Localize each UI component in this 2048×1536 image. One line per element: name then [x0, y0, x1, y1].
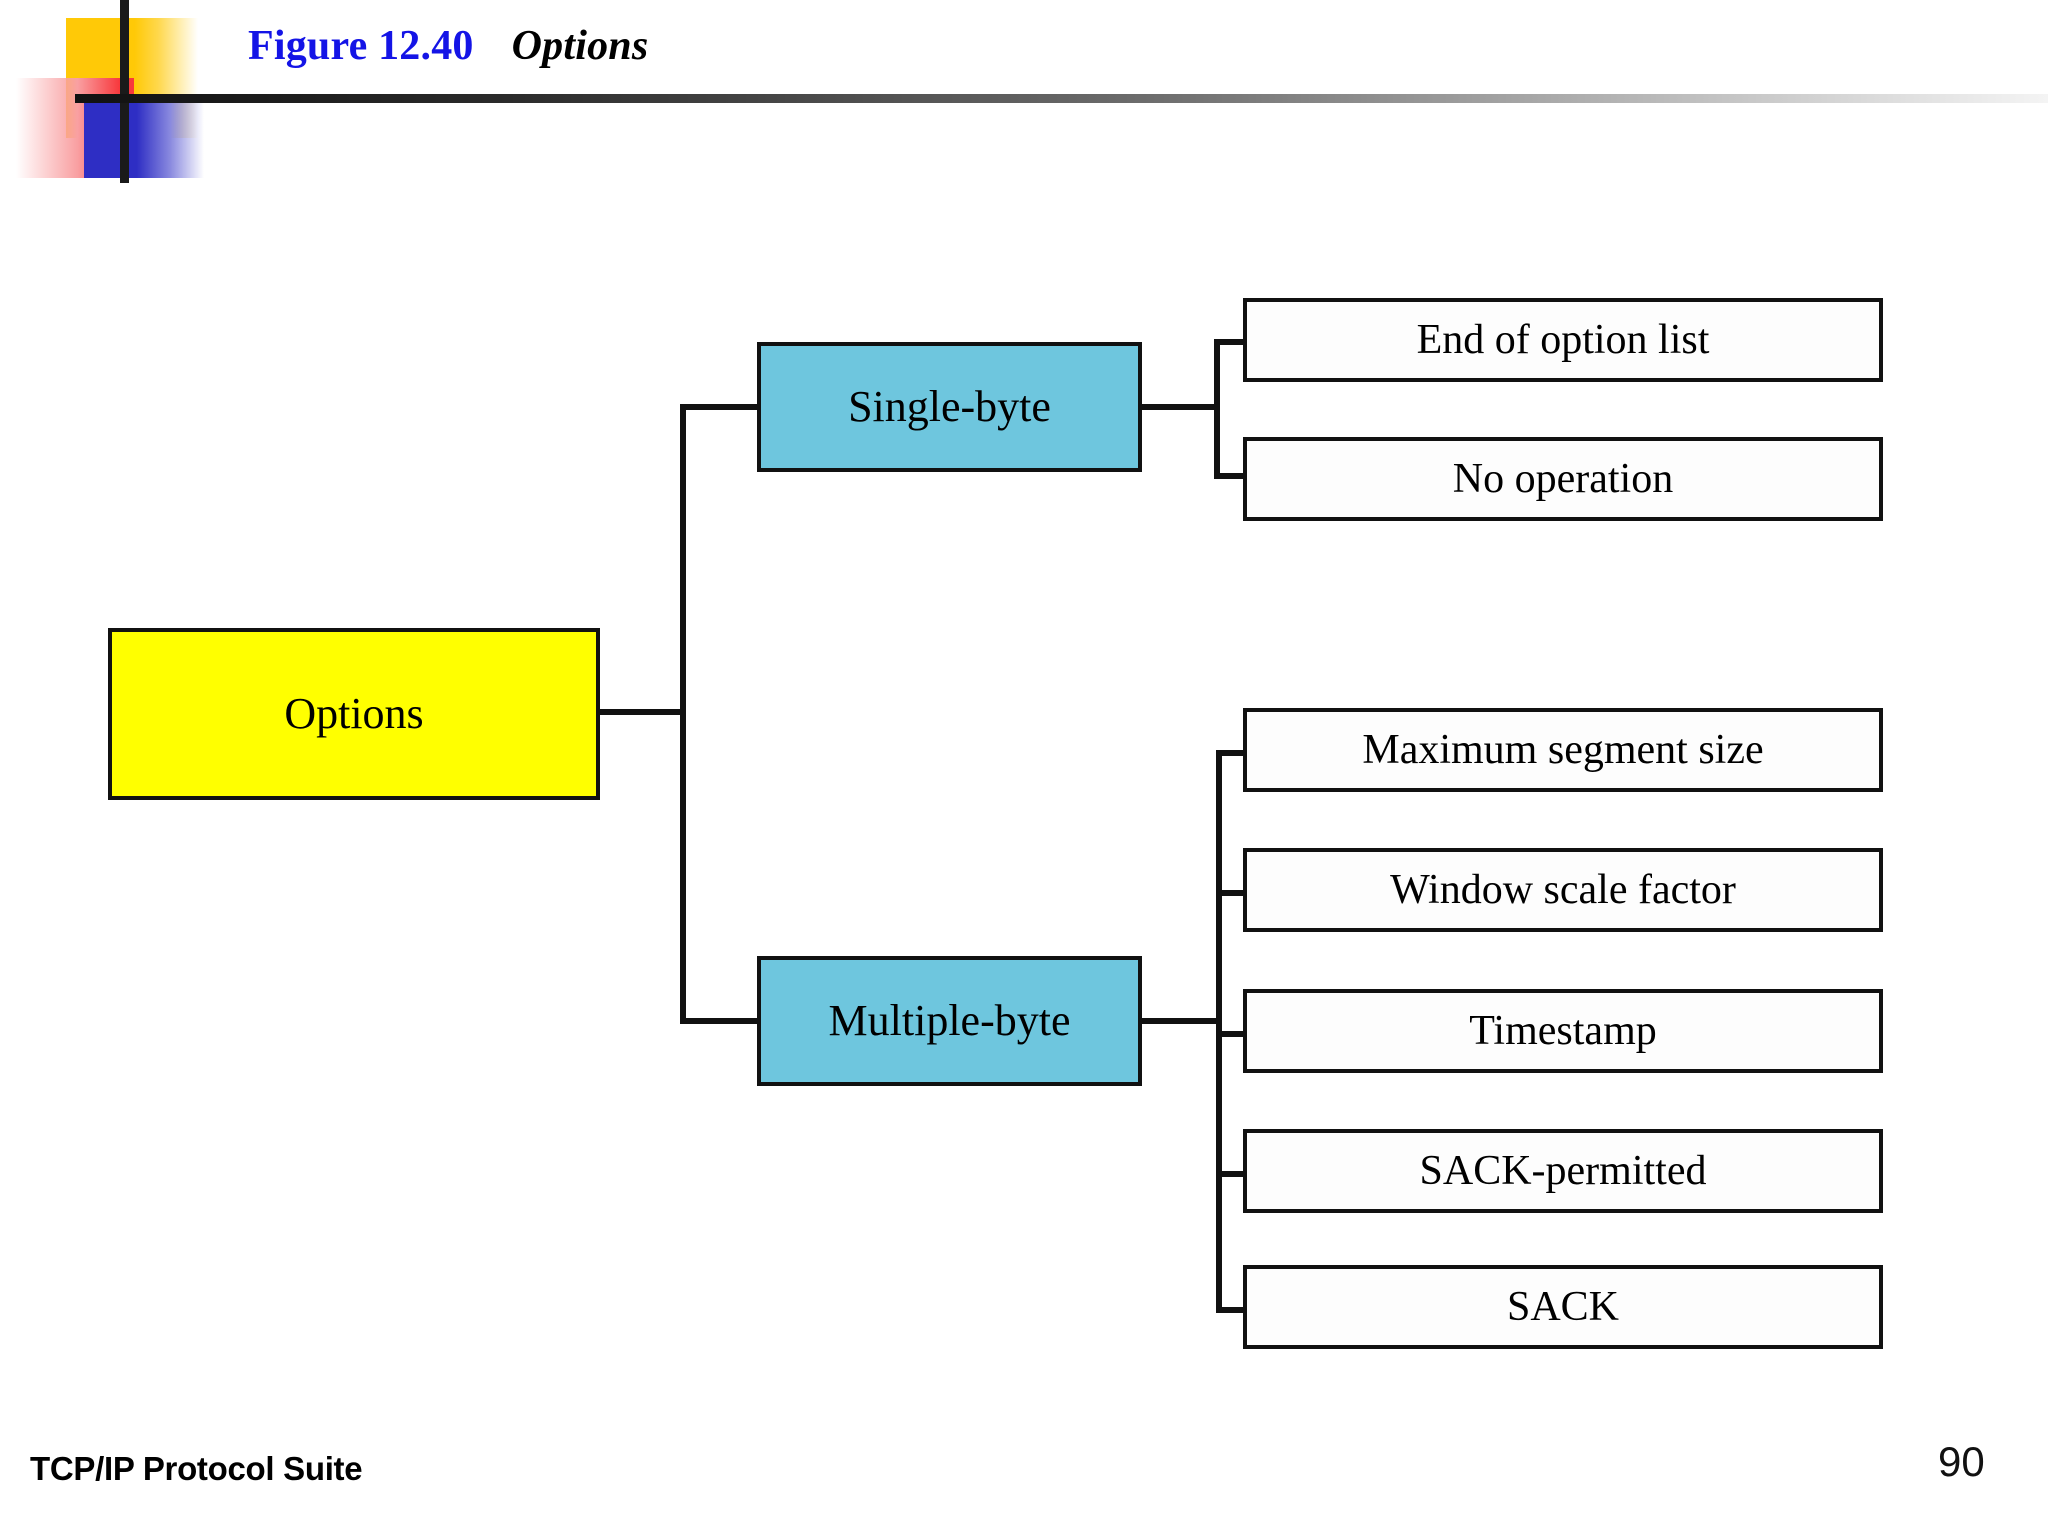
node-sack-permitted[interactable]: SACK-permitted	[1243, 1129, 1893, 1223]
node-no-operation[interactable]: No operation	[1243, 437, 1893, 531]
connector-single-byte-leaf-2	[1214, 473, 1248, 479]
node-multiple-byte[interactable]: Multiple-byte	[757, 956, 1152, 1096]
decoration-blue-square	[84, 98, 204, 178]
connector-root-trunk	[680, 404, 686, 1024]
node-single-byte[interactable]: Single-byte	[757, 342, 1152, 482]
connector-multiple-byte-stub	[1142, 1018, 1222, 1024]
header-horizontal-rule	[75, 94, 2048, 103]
options-tree-diagram: Options Single-byte End of option list N…	[108, 298, 1893, 1359]
connector-multiple-byte-leaf-1	[1216, 750, 1248, 756]
decoration-vertical-rule	[120, 0, 129, 183]
figure-number: Figure 12.40	[248, 23, 474, 69]
connector-multiple-byte-leaf-4	[1216, 1171, 1248, 1177]
figure-name: Options	[511, 23, 649, 69]
connector-root-stub	[600, 709, 686, 715]
footer-book-title: TCP/IP Protocol Suite	[30, 1450, 363, 1487]
footer-page-number: 90	[1938, 1438, 1985, 1485]
connector-single-byte-leaf-1	[1214, 339, 1248, 345]
figure-title: Figure 12.40 Options	[248, 22, 648, 70]
connector-multiple-byte-leaf-5	[1216, 1307, 1248, 1313]
connector-single-byte-spine	[1214, 339, 1220, 479]
connector-multiple-byte-leaf-2	[1216, 890, 1248, 896]
connector-trunk-to-multiple-byte	[680, 1018, 760, 1024]
connector-single-byte-stub	[1142, 404, 1220, 410]
node-sack[interactable]: SACK	[1243, 1265, 1893, 1359]
node-timestamp[interactable]: Timestamp	[1243, 989, 1893, 1083]
connector-trunk-to-single-byte	[680, 404, 760, 410]
node-window-scale-factor[interactable]: Window scale factor	[1243, 848, 1893, 942]
node-maximum-segment-size[interactable]: Maximum segment size	[1243, 708, 1893, 802]
node-options-root[interactable]: Options	[108, 628, 610, 810]
node-end-of-option-list[interactable]: End of option list	[1243, 298, 1893, 392]
connector-multiple-byte-leaf-3	[1216, 1031, 1248, 1037]
